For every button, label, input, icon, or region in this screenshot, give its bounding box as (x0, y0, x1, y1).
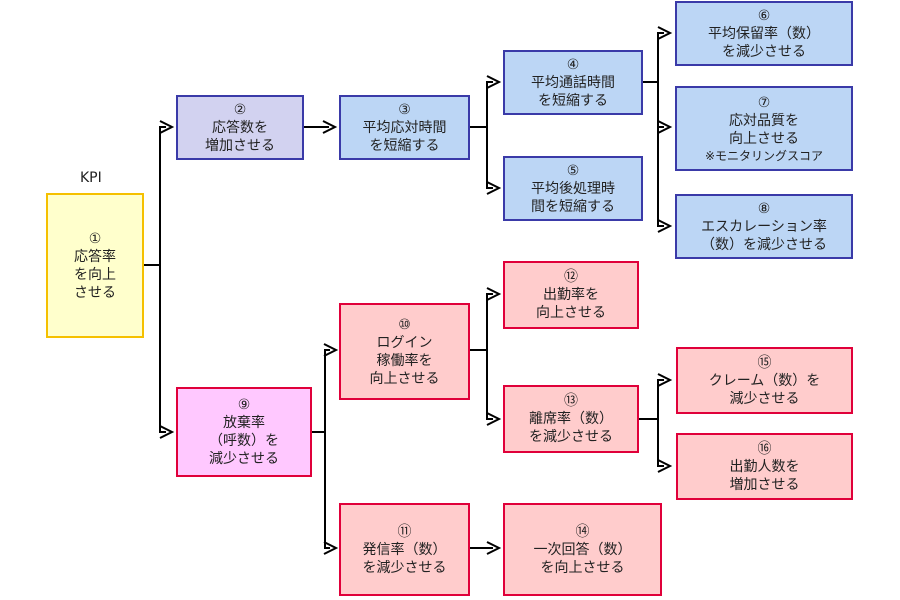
arrowhead-n9 (159, 425, 175, 439)
kpi-label: KPI (80, 170, 102, 186)
node-6-number: ⑥ (757, 7, 771, 24)
node-7-note: ※モニタリングスコア (704, 148, 824, 163)
connector-n4-n8 (657, 82, 664, 227)
node-9-number: ⑨ (237, 397, 251, 413)
connector-n13-n15 (639, 379, 664, 420)
node-14-line-2: を向上させる (540, 559, 625, 576)
node-9-line-1: 放棄率 (223, 415, 265, 431)
node-5-line-1: 平均後処理時 (531, 180, 615, 197)
node-16: ⑯ 出勤人数を 増加させる (676, 433, 853, 500)
node-9-line-2: （呼数）を (209, 433, 279, 449)
node-13-number: ⑬ (564, 393, 578, 409)
arrowhead-n7 (657, 120, 673, 134)
node-13: ⑬ 離席率（数） を減少させる (503, 385, 639, 453)
arrowhead-n12 (486, 287, 502, 301)
connector-n13-n16 (657, 419, 664, 467)
node-1-number: ① (88, 230, 102, 247)
connector-n1-trunk (143, 126, 166, 266)
node-15-line-1: クレーム（数）を (708, 372, 821, 389)
node-10-line-1: ログイン (376, 334, 433, 351)
connector-n4-n6 (642, 32, 664, 83)
node-16-line-1: 出勤人数を (729, 458, 800, 475)
node-13-line-2: を減少させる (529, 429, 613, 445)
node-5-line-2: 間を短縮する (531, 198, 615, 215)
node-16-line-2: 増加させる (729, 476, 800, 493)
node-10: ⑩ ログイン 稼働率を 向上させる (339, 303, 470, 400)
arrowhead-n13 (486, 412, 502, 426)
node-7-number: ⑦ (757, 94, 771, 111)
connector-n3-n5 (486, 127, 493, 189)
node-13-line-1: 離席率（数） (529, 411, 613, 427)
node-4-line-2: を短縮する (538, 92, 608, 109)
node-14-number: ⑭ (575, 523, 590, 540)
node-7-line-2: 向上させる (729, 130, 799, 147)
node-3-number: ③ (398, 101, 411, 118)
node-3: ③ 平均応対時間 を短縮する (339, 95, 470, 160)
node-3-line-1: 平均応対時間 (362, 119, 447, 136)
node-10-line-2: 稼働率を (376, 352, 433, 369)
node-5-number: ⑤ (566, 162, 580, 179)
node-9: ⑨ 放棄率 （呼数）を 減少させる (176, 387, 312, 477)
arrowhead-n15 (657, 373, 673, 387)
node-12-line-2: 向上させる (536, 305, 606, 321)
node-4-number: ④ (566, 56, 580, 73)
node-9-line-3: 減少させる (209, 451, 279, 467)
node-7-line-1: 応対品質を (729, 112, 799, 129)
node-16-number: ⑯ (757, 440, 772, 457)
connector-n9-n10 (311, 349, 330, 433)
node-6-line-1: 平均保留率（数） (708, 25, 820, 42)
node-1-line-2: を向上 (74, 266, 116, 283)
node-10-line-3: 向上させる (369, 370, 440, 387)
connector-n3-n4 (469, 81, 493, 128)
arrowhead-n3 (322, 120, 338, 134)
node-2: ② 応答数を 増加させる (176, 95, 304, 160)
node-10-number: ⑩ (398, 316, 411, 333)
node-11-number: ⑪ (397, 523, 412, 540)
arrowhead-n10 (323, 343, 339, 357)
connector-n1-n9 (159, 265, 166, 433)
node-6-line-2: を減少させる (722, 43, 806, 60)
node-1: ① 応答率 を向上 させる (46, 193, 144, 338)
node-2-line-2: 増加させる (205, 137, 275, 154)
node-14: ⑭ 一次回答（数） を向上させる (503, 503, 662, 596)
node-2-number: ② (233, 101, 247, 118)
connector-n10-n12 (469, 293, 493, 351)
node-1-line-3: させる (74, 284, 116, 301)
node-1-line-1: 応答率 (74, 248, 116, 265)
node-12: ⑫ 出勤率を 向上させる (503, 261, 639, 329)
node-12-line-1: 出勤率を (543, 287, 599, 303)
node-15: ⑮ クレーム（数）を 減少させる (676, 347, 853, 414)
node-4-line-1: 平均通話時間 (531, 74, 615, 91)
arrowhead-n14 (486, 541, 502, 555)
node-8: ⑧ エスカレーション率 （数）を減少させる (675, 194, 853, 259)
arrowhead-n8 (657, 219, 673, 233)
arrowhead-n16 (657, 459, 673, 473)
node-15-number: ⑮ (757, 354, 772, 371)
node-2-line-1: 応答数を (212, 119, 268, 136)
node-15-line-2: 減少させる (729, 390, 800, 407)
node-11: ⑪ 発信率（数） を減少させる (339, 503, 470, 596)
arrowhead-n6 (657, 26, 673, 40)
connector-n9-n11 (324, 432, 330, 549)
arrowhead-n11 (323, 541, 339, 555)
arrowhead-n2 (159, 120, 175, 134)
node-11-line-2: を減少させる (362, 559, 447, 576)
node-4: ④ 平均通話時間 を短縮する (503, 50, 643, 115)
node-8-line-2: （数）を減少させる (701, 236, 827, 253)
node-5: ⑤ 平均後処理時 間を短縮する (503, 156, 643, 221)
node-12-number: ⑫ (564, 269, 578, 285)
connector-n10-n13 (486, 350, 493, 420)
node-8-line-1: エスカレーション率 (701, 218, 827, 235)
node-3-line-2: を短縮する (369, 137, 440, 154)
node-11-line-1: 発信率（数） (362, 541, 447, 558)
node-8-number: ⑧ (757, 200, 771, 217)
node-7: ⑦ 応対品質を 向上させる ※モニタリングスコア (675, 86, 853, 171)
arrowhead-n4 (486, 75, 502, 89)
arrowhead-n5 (486, 181, 502, 195)
node-6: ⑥ 平均保留率（数） を減少させる (675, 1, 853, 66)
node-14-line-1: 一次回答（数） (533, 541, 632, 558)
